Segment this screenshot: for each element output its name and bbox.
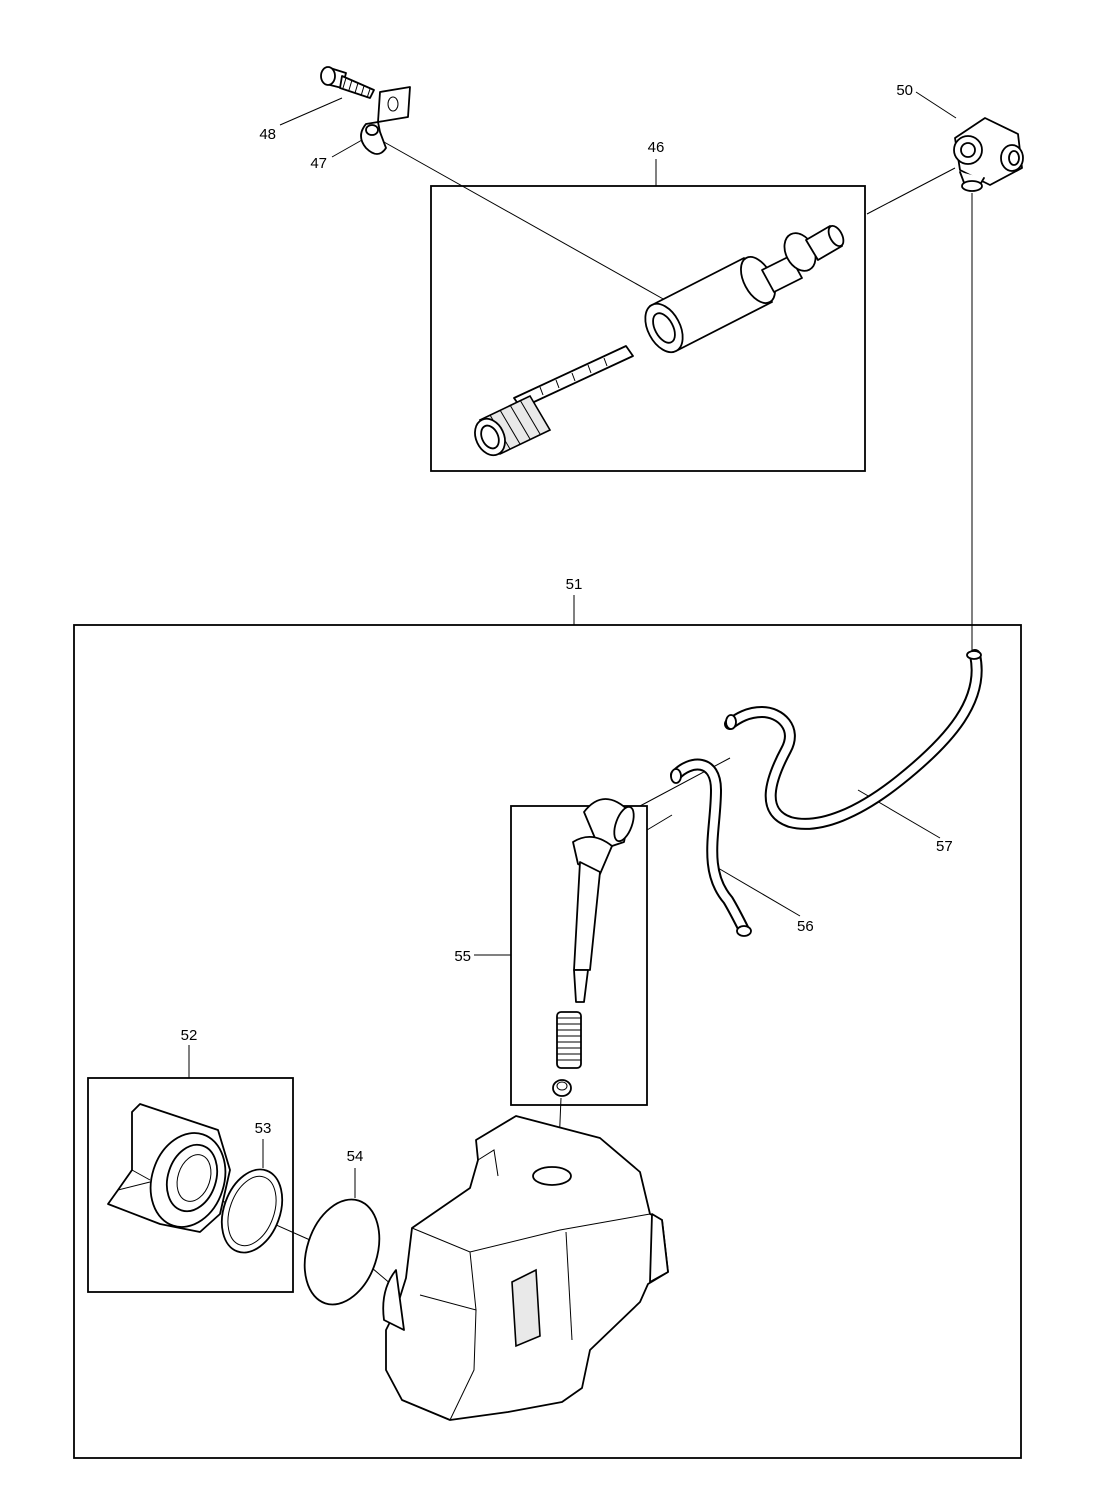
callout-54: 54 (347, 1148, 364, 1165)
tank-cap-52 (107, 1103, 231, 1233)
hose-56 (670, 758, 752, 937)
group-box-51 (73, 624, 1022, 1459)
gasket-54 (303, 1198, 381, 1306)
callout-50: 50 (896, 82, 913, 99)
clamp-47 (360, 86, 411, 155)
hose-57 (724, 649, 983, 830)
seal-ring-53-inner (227, 1175, 277, 1247)
screw-48 (320, 66, 375, 99)
callout-57: 57 (936, 838, 953, 855)
group-box-46 (430, 185, 866, 472)
callout-55: 55 (454, 948, 471, 965)
leader-lines (174, 91, 973, 1286)
callout-52: 52 (181, 1027, 198, 1044)
oil-pump-assembly-46 (474, 224, 845, 457)
callout-48: 48 (259, 126, 276, 143)
group-box-52 (87, 1077, 294, 1293)
oil-tank (382, 1115, 669, 1421)
seal-ring-53 (220, 1168, 284, 1254)
callout-53: 53 (255, 1120, 272, 1137)
callout-51: 51 (566, 576, 583, 593)
callout-46: 46 (648, 139, 665, 156)
callout-47: 47 (310, 155, 327, 172)
callout-56: 56 (797, 918, 814, 935)
elbow-fitting-50 (953, 117, 1024, 192)
suction-pipe-55 (552, 798, 635, 1097)
